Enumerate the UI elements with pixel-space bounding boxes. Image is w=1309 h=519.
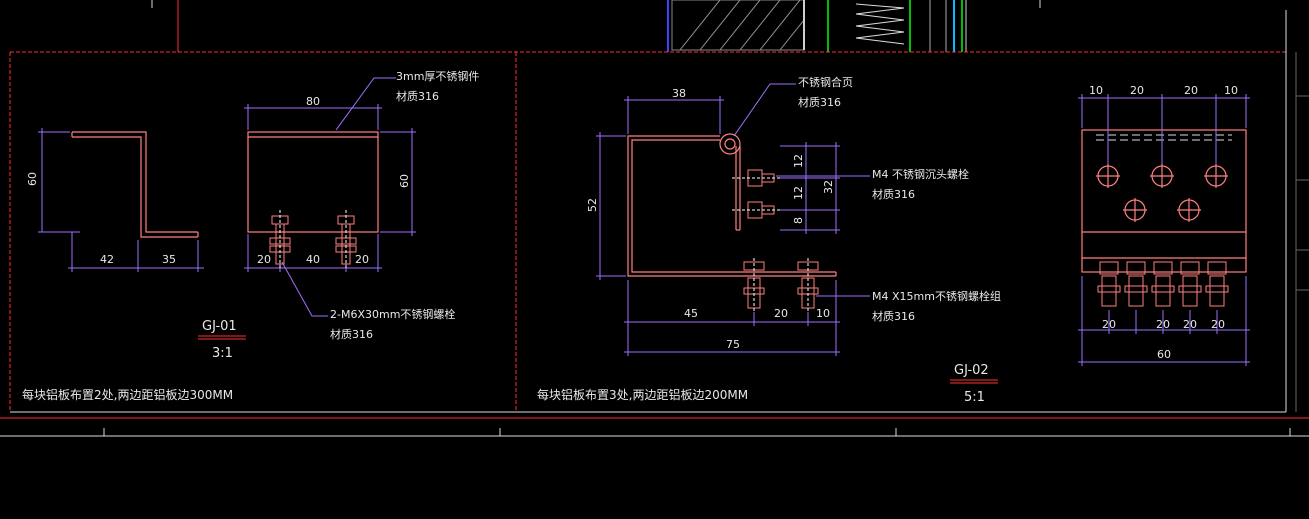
gj02-bot-dim-20c: 20: [1183, 318, 1197, 331]
gj02-plan-view: [1081, 129, 1247, 273]
gj01-front-view: [247, 131, 379, 233]
gj01-leader-plate-mat: 材质316: [396, 89, 439, 103]
top-background-detail: [151, 0, 1041, 52]
gj02-leader-hinge: [733, 83, 796, 137]
gj02-dim-12a: 12: [792, 154, 805, 168]
gj01-front-dims: [244, 104, 416, 272]
gj01-dim-20a: 20: [257, 253, 271, 266]
gj02-leader-m4-set-text: M4 X15mm不锈钢螺栓组: [872, 289, 1001, 303]
gj02-plan-bolts: [1097, 261, 1229, 307]
gj01-note: 每块铝板布置2处,两边距铝板边300MM: [22, 387, 233, 402]
gj02-bottom-bolts: [743, 258, 819, 312]
gj02-hinge: [719, 133, 741, 155]
gj02-dim-45: 45: [684, 307, 698, 320]
gj02-dim-32: 32: [822, 180, 835, 194]
gj01-leader-plate: [335, 77, 396, 131]
gj01-dim-h60-left: 60: [26, 172, 39, 186]
gj02-leader-m4-flat-mat: 材质316: [872, 187, 915, 201]
gj02-dim-8: 8: [792, 217, 805, 224]
gj01-dim-80: 80: [306, 95, 320, 108]
gj02-scale: 5:1: [964, 390, 985, 405]
gj02-dim-10: 10: [816, 307, 830, 320]
gj02-bot-dim-60: 60: [1157, 348, 1171, 361]
gj02-bot-dim-20d: 20: [1211, 318, 1225, 331]
gj02-channel-bracket: [627, 135, 837, 277]
gj02-side-dims: [596, 96, 840, 356]
gj02-leader-m4-flat-text: M4 不锈钢沉头螺栓: [872, 167, 969, 181]
gj02-bot-dim-20a: 20: [1102, 318, 1116, 331]
gj01-dim-42: 42: [100, 253, 114, 266]
gj02-plan-dims: [1078, 94, 1250, 366]
gj02-top-dim-20b: 20: [1184, 84, 1198, 97]
gj01-leader-plate-text: 3mm厚不锈钢件: [396, 70, 479, 83]
gj01-title: GJ-01: [202, 319, 237, 334]
gj02-dim-20: 20: [774, 307, 788, 320]
gj02-top-dim-10a: 10: [1089, 84, 1103, 97]
gj02-top-dim-20a: 20: [1130, 84, 1144, 97]
gj01-leader-bolt-mat: 材质316: [330, 327, 373, 341]
gj02-title: GJ-02: [954, 363, 989, 378]
title-block-fragment: [1296, 95, 1309, 291]
gj01-dim-20b: 20: [355, 253, 369, 266]
gj02-dim-38: 38: [672, 87, 686, 100]
gj01-leader-bolt-text: 2-M6X30mm不锈钢螺栓: [330, 307, 455, 321]
gj02-note: 每块铝板布置3处,两边距铝板边200MM: [537, 387, 748, 402]
gj01-dim-35: 35: [162, 253, 176, 266]
gj02-side-bolts: [732, 169, 780, 219]
gj02-leader-m4-set-mat: 材质316: [872, 309, 915, 323]
gj01-z-bracket: [71, 131, 199, 238]
gj02-dim-52: 52: [586, 198, 599, 212]
gj01-dim-40: 40: [306, 253, 320, 266]
gj01-scale: 3:1: [212, 346, 233, 361]
gj01-dim-h60-right: 60: [398, 174, 411, 188]
gj02-dim-75: 75: [726, 338, 740, 351]
gj02-leader-hinge-text: 不锈钢合页: [798, 75, 853, 89]
gj01-bolt-left: [269, 210, 291, 270]
gj01-bolt-right: [335, 210, 357, 270]
drawing-frame: [0, 10, 1309, 437]
gj01-z-dims: [38, 128, 204, 272]
gj01-leader-bolt: [281, 261, 328, 317]
gj02-bot-dim-20b: 20: [1156, 318, 1170, 331]
gj02-top-dim-10b: 10: [1224, 84, 1238, 97]
gj02-leader-hinge-mat: 材质316: [798, 95, 841, 109]
gj02-dim-12b: 12: [792, 186, 805, 200]
gj02-plan-holes: [1096, 164, 1228, 222]
